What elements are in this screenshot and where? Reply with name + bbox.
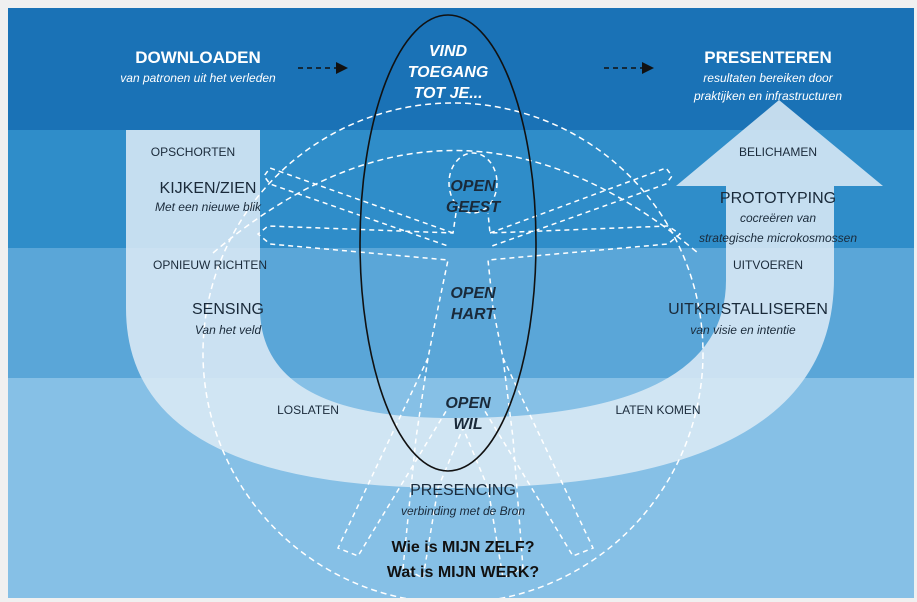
open-wil-2: WIL	[453, 416, 483, 433]
uitkristalliseren-label: UITKRISTALLISEREN	[668, 301, 828, 318]
open-hart-1: OPEN	[450, 285, 496, 302]
opnieuw-richten-label: OPNIEUW RICHTEN	[153, 258, 267, 272]
sensing-subtitle: Van het veld	[194, 323, 262, 337]
opschorten-label: OPSCHORTEN	[150, 145, 236, 159]
center-line-1: VIND	[428, 43, 468, 60]
kijken-subtitle: Met een nieuwe blik	[154, 200, 262, 214]
prototyping-label: PROTOTYPING	[719, 190, 837, 207]
question-self: Wie is MIJN ZELF?	[391, 539, 535, 556]
question-work: Wat is MIJN WERK?	[386, 564, 540, 581]
prototyping-subtitle-2: strategische microkosmossen	[698, 231, 858, 245]
band-top	[8, 8, 914, 130]
top-arrows	[298, 62, 654, 74]
open-hart-2: HART	[450, 306, 496, 323]
laten-komen-label: LATEN KOMEN	[615, 403, 701, 417]
presenteren-title: PRESENTEREN	[704, 48, 832, 67]
u-arrow	[126, 100, 883, 488]
open-geest-2: GEEST	[445, 199, 501, 216]
presencing-subtitle: verbinding met de Bron	[400, 504, 526, 518]
presenteren-subtitle-1: resultaten bereiken door	[703, 71, 833, 85]
center-ellipse	[359, 14, 537, 472]
presencing-label: PRESENCING	[410, 482, 516, 499]
open-geest-1: OPEN	[450, 178, 496, 195]
human-figure	[256, 152, 682, 580]
downloaden-subtitle: van patronen uit het verleden	[120, 71, 276, 85]
belichamen-label: BELICHAMEN	[738, 145, 818, 159]
outer-dashed-circle	[202, 102, 704, 598]
downloaden-title: DOWNLOADEN	[135, 48, 261, 67]
sensing-label: SENSING	[191, 301, 264, 318]
prototyping-subtitle-1: cocreëren van	[739, 211, 817, 225]
presenteren-subtitle-2: praktijken en infrastructuren	[693, 89, 843, 103]
u-theory-diagram: DOWNLOADEN van patronen uit het verleden…	[8, 8, 914, 598]
uitkristalliseren-subtitle: van visie en intentie	[690, 323, 796, 337]
dashed-arc	[212, 149, 699, 254]
center-line-2: TOEGANG	[407, 64, 489, 81]
loslaten-label: LOSLATEN	[277, 403, 339, 417]
diagram-graphics	[126, 14, 883, 598]
open-wil-1: OPEN	[445, 395, 491, 412]
uitvoeren-label: UITVOEREN	[732, 258, 803, 272]
kijken-label: KIJKEN/ZIEN	[159, 180, 257, 197]
center-line-3: TOT JE...	[413, 85, 483, 102]
